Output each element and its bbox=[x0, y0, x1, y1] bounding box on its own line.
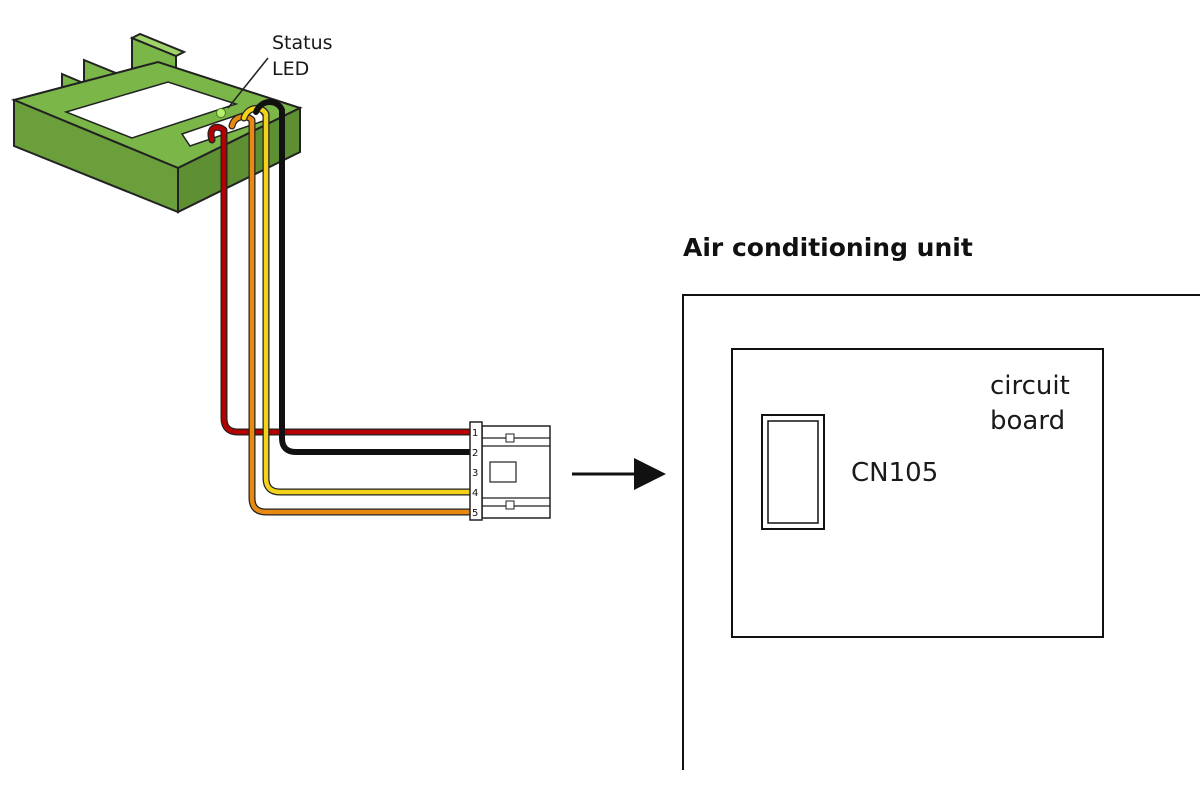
pin-label-2: 2 bbox=[472, 448, 478, 459]
unit-outline bbox=[682, 294, 1200, 770]
wire-bundle bbox=[207, 99, 474, 516]
pin-label-5: 5 bbox=[472, 508, 478, 519]
plug-in-arrow-icon bbox=[572, 458, 666, 490]
connector-plug: 1 2 3 4 5 bbox=[469, 421, 551, 521]
cn105-port-inner bbox=[767, 420, 819, 524]
circuit-board bbox=[731, 348, 1104, 638]
pin-label-4: 4 bbox=[472, 488, 478, 499]
wire-black bbox=[253, 99, 473, 455]
status-led-icon bbox=[216, 108, 226, 118]
module-fin-back-side bbox=[129, 32, 187, 58]
wire-red-core bbox=[208, 125, 473, 435]
pin-label-1: 1 bbox=[472, 428, 478, 439]
connector-key-top bbox=[505, 433, 515, 443]
status-label-line2: LED bbox=[272, 58, 309, 80]
module-label-area bbox=[63, 81, 239, 139]
wire-yellow-core bbox=[241, 106, 473, 495]
pin-label-3: 3 bbox=[472, 468, 478, 479]
connector-pin-strip bbox=[469, 421, 483, 521]
status-led-leader-line bbox=[227, 57, 269, 109]
arrow-head bbox=[634, 458, 666, 490]
cn105-port-label: CN105 bbox=[851, 458, 938, 488]
unit-title: Air conditioning unit bbox=[683, 233, 973, 262]
status-label-line1: Status bbox=[272, 32, 333, 54]
wifi-adapter-module bbox=[10, 32, 303, 214]
connector-key-bottom bbox=[505, 500, 515, 510]
circuit-board-label-line2: board bbox=[990, 406, 1065, 436]
circuit-board-label-line1: circuit bbox=[990, 371, 1070, 401]
wire-orange-core bbox=[229, 114, 473, 515]
connector-latch bbox=[489, 461, 517, 483]
